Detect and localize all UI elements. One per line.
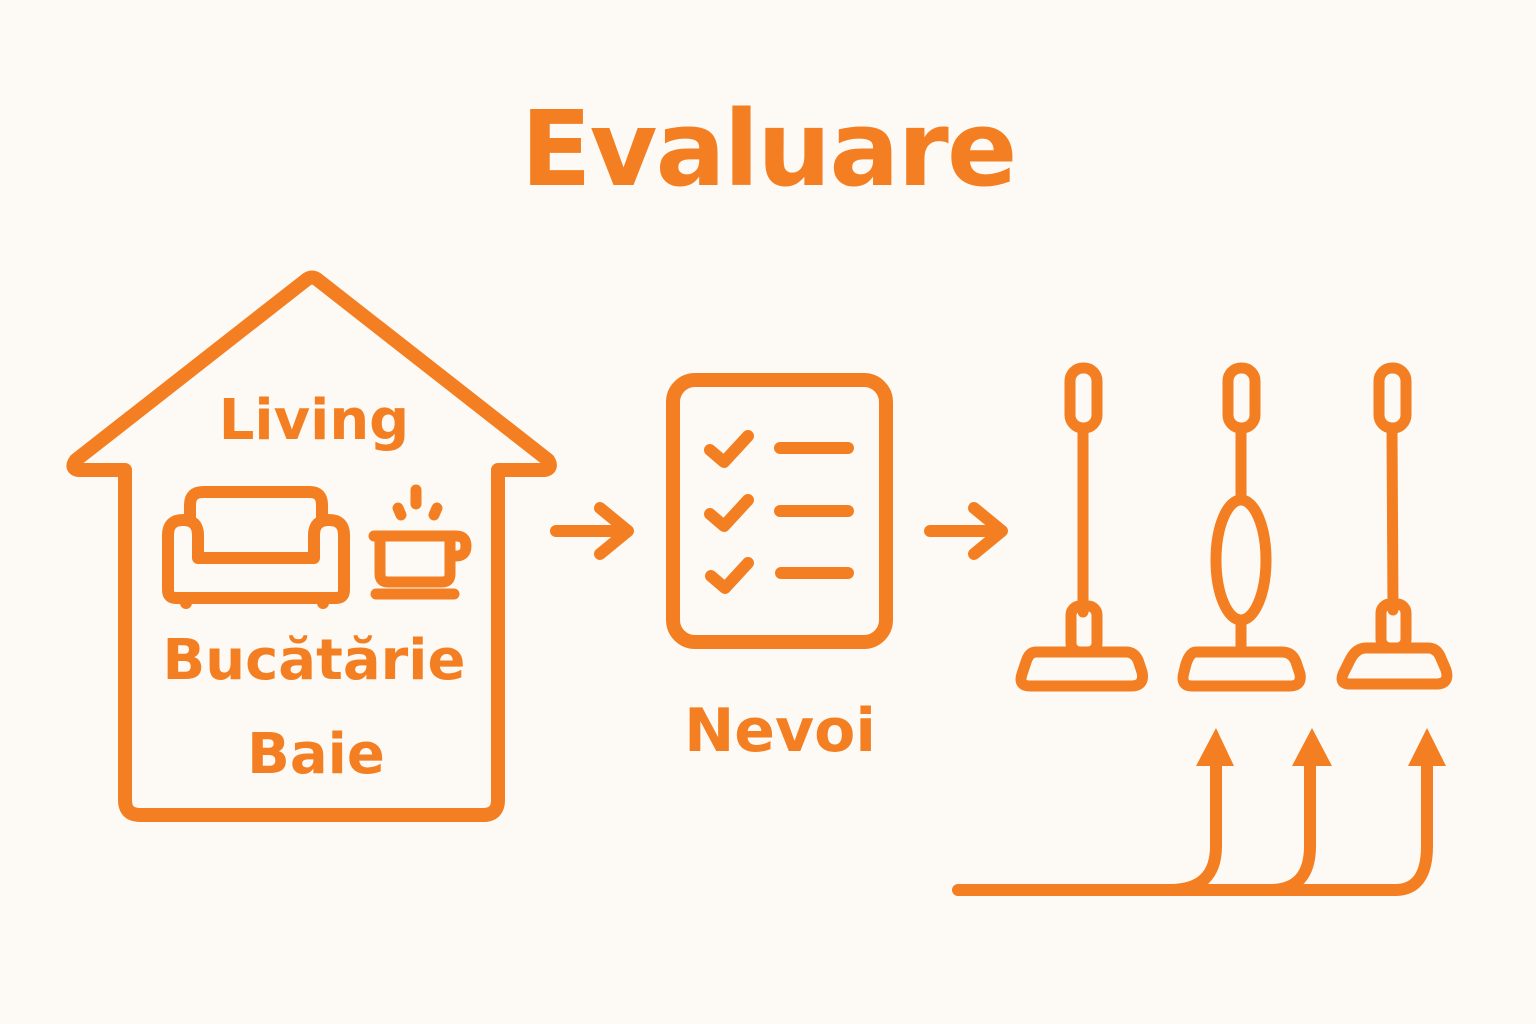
- upright-vacuum-icon: [1177, 362, 1306, 692]
- diagram-title: Evaluare: [520, 88, 1018, 210]
- room-label-bathroom: Baie: [247, 722, 385, 787]
- arrow-right-icon: [550, 502, 634, 560]
- house-icon: [66, 270, 557, 822]
- flat-mop-icon: [1336, 362, 1453, 690]
- room-label-kitchen: Bucătărie: [162, 628, 466, 693]
- pot-icon: [368, 484, 472, 600]
- arrow-right-icon: [924, 502, 1008, 560]
- arrow-up-icon: [1292, 728, 1332, 766]
- checklist-icon: [666, 373, 893, 649]
- arrow-up-icon: [1196, 728, 1234, 766]
- branching-arrows-icon: [952, 754, 1433, 896]
- arrow-up-icon: [1408, 728, 1446, 766]
- stick-mop-icon: [1015, 362, 1148, 692]
- needs-label: Nevoi: [684, 696, 876, 766]
- sofa-icon: [162, 486, 350, 609]
- room-label-living: Living: [218, 388, 410, 453]
